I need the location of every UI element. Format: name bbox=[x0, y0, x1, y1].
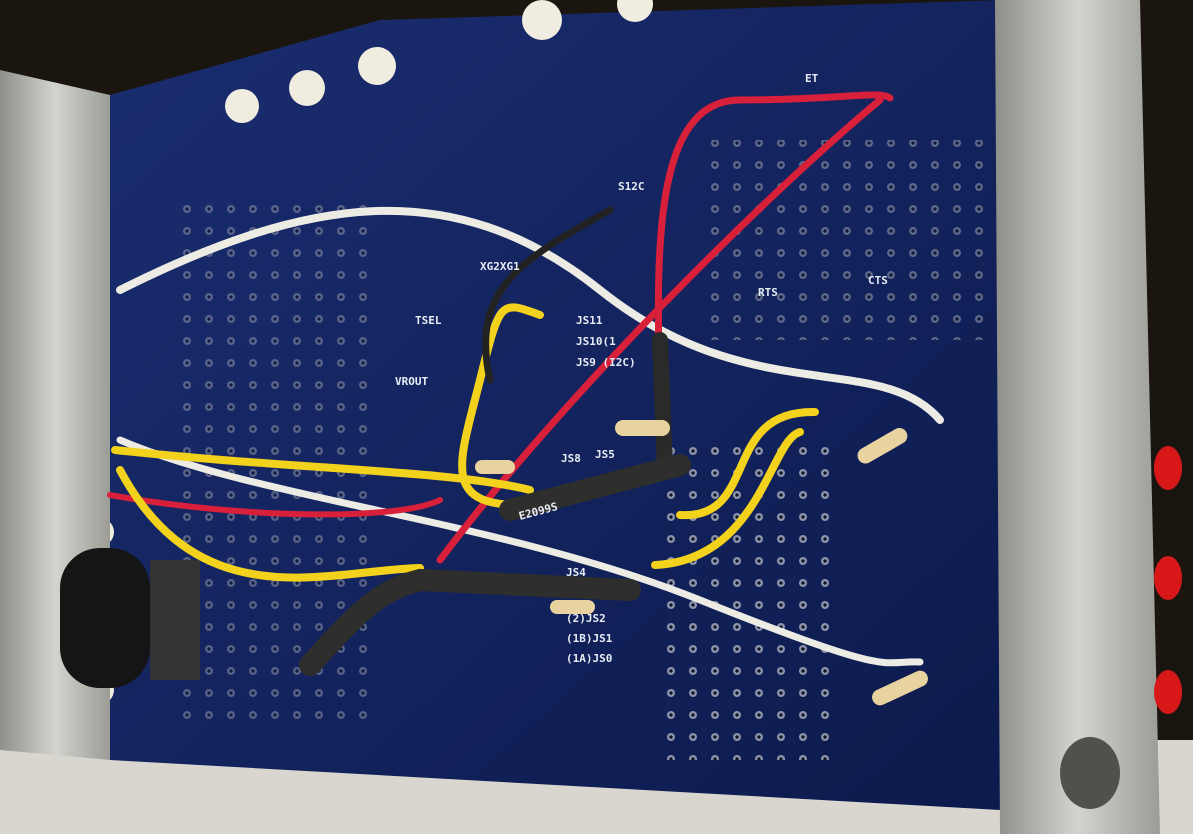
silk-cts: CTS bbox=[868, 274, 888, 287]
silk-js0: (1A)JS0 bbox=[566, 652, 612, 665]
silk-xg: XG2XG1 bbox=[480, 260, 520, 273]
black-sleeve-middle bbox=[499, 454, 691, 521]
panel-slot bbox=[1060, 737, 1120, 809]
red-leds bbox=[1154, 446, 1182, 714]
black-sleeve-vertical bbox=[652, 332, 673, 478]
perfboard-area bbox=[660, 440, 840, 760]
silk-et: ET bbox=[805, 72, 819, 85]
black-sleeve-bottom bbox=[299, 568, 641, 676]
silk-js10: JS10(1 bbox=[576, 335, 616, 348]
silk-tsel: TSEL bbox=[415, 314, 442, 327]
silk-vrout: VROUT bbox=[395, 375, 428, 388]
silk-js4: JS4 bbox=[566, 566, 586, 579]
right-aluminum-panel bbox=[995, 0, 1160, 834]
yellow-wire-3 bbox=[458, 303, 544, 509]
red-wire-diagonal bbox=[436, 96, 884, 564]
pressure-sensor bbox=[60, 548, 150, 688]
silk-js9: JS9 (I2C) bbox=[576, 356, 636, 369]
silk-js2: (2)JS2 bbox=[566, 612, 606, 625]
yellow-wire-4 bbox=[676, 407, 819, 520]
silk-js11: JS11 bbox=[576, 314, 603, 327]
wires bbox=[107, 91, 944, 676]
sensor-pins bbox=[150, 560, 200, 680]
red-wire-left bbox=[107, 492, 443, 518]
white-wire-top bbox=[116, 206, 944, 424]
red-wire-vertical bbox=[654, 91, 894, 444]
yellow-wire-1 bbox=[111, 446, 534, 494]
yellow-wire-5 bbox=[651, 428, 804, 569]
white-wire-bottom bbox=[116, 436, 924, 667]
black-wire-top bbox=[482, 206, 614, 384]
silk-s12c: S12C bbox=[618, 180, 645, 193]
yellow-wire-2 bbox=[116, 466, 424, 582]
header-pads bbox=[700, 140, 990, 340]
resistors bbox=[475, 420, 928, 706]
silk-rts: RTS bbox=[758, 286, 778, 299]
silk-js5: JS5 bbox=[595, 448, 615, 461]
silk-js1: (1B)JS1 bbox=[566, 632, 613, 645]
silk-js8: JS8 bbox=[561, 452, 581, 465]
